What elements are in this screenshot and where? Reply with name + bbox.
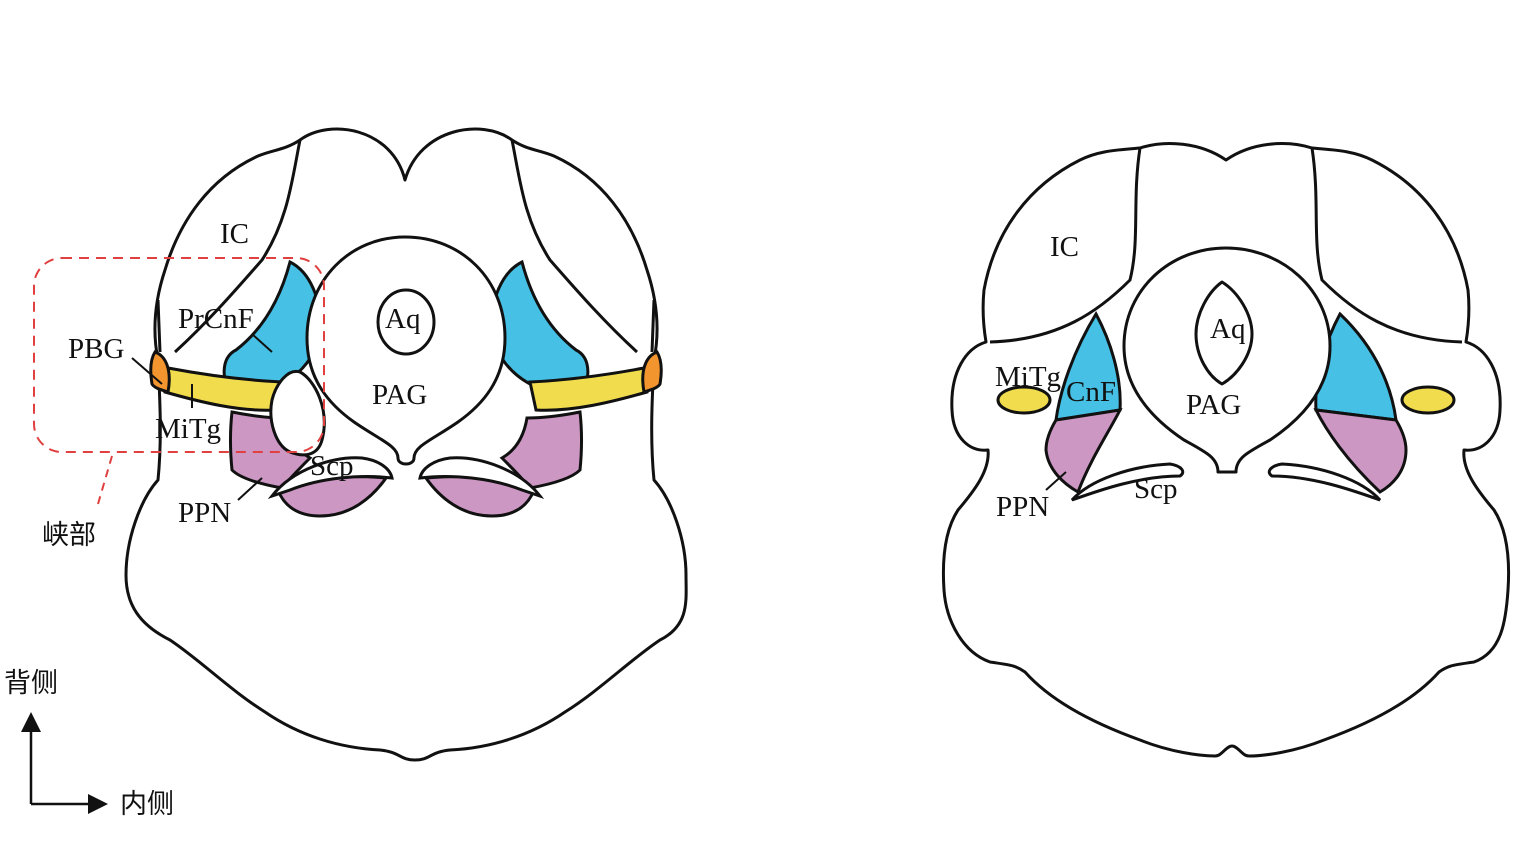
left-leader-pbg	[131, 357, 163, 385]
left-pbg-region-mirror	[641, 350, 663, 394]
right-label-ppn: PPN	[996, 491, 1049, 523]
right-label-ic: IC	[1050, 231, 1079, 263]
left-label-pbg: PBG	[68, 333, 124, 365]
left-ppn-region-mirror	[499, 410, 583, 490]
right-scp-region-mirror	[1267, 462, 1382, 502]
right-ic-boundary-right	[1310, 147, 1463, 344]
right-aq-region	[1194, 280, 1254, 386]
right-label-mitg: MiTg	[995, 361, 1061, 393]
isthmus-label: 峡部	[42, 520, 96, 551]
left-ic-boundary-right	[510, 139, 639, 354]
left-aq-region	[376, 288, 436, 356]
right-ppn-region	[1044, 408, 1123, 495]
right-ic-boundary-left	[989, 147, 1142, 344]
left-leader-ppn	[237, 477, 263, 501]
right-label-scp: Scp	[1134, 473, 1178, 505]
orientation-axes: 背侧 内侧	[4, 668, 174, 820]
left-ic-boundary-left	[173, 139, 302, 354]
left-section: IC PrCnF Aq PAG PBG MiTg Scp PPN 峡部	[33, 127, 688, 762]
dorsal-label: 背侧	[4, 668, 58, 699]
left-label-ic: IC	[220, 218, 249, 250]
right-mitg-region-mirror	[1400, 385, 1456, 415]
left-leader-prcnf	[251, 333, 273, 353]
right-leader-ppn	[1045, 471, 1067, 491]
right-label-aq: Aq	[1210, 313, 1245, 345]
right-mitg-region	[996, 385, 1052, 415]
right-label-cnf: CnF	[1066, 376, 1116, 408]
left-label-aq: Aq	[385, 303, 420, 335]
right-scp-region	[1070, 462, 1185, 502]
left-label-prcnf: PrCnF	[178, 303, 254, 335]
left-scp-region	[267, 456, 394, 499]
left-mitg-band-mirror	[528, 366, 649, 412]
left-lateral-line-right	[650, 299, 656, 353]
left-pbg-region	[149, 350, 171, 394]
right-ppn-region-mirror	[1313, 408, 1408, 494]
right-label-pag: PAG	[1186, 389, 1241, 421]
left-lateral-line-left	[156, 299, 162, 353]
left-label-pag: PAG	[372, 379, 427, 411]
left-scp-region-mirror	[418, 456, 545, 499]
right-section: IC Aq PAG MiTg CnF Scp PPN	[941, 142, 1511, 758]
left-label-scp: Scp	[310, 450, 354, 482]
isthmus-box	[33, 257, 325, 453]
left-label-ppn: PPN	[178, 497, 231, 529]
isthmus-leader	[97, 455, 113, 505]
left-label-mitg: MiTg	[155, 413, 221, 445]
medial-label: 内侧	[120, 789, 174, 820]
